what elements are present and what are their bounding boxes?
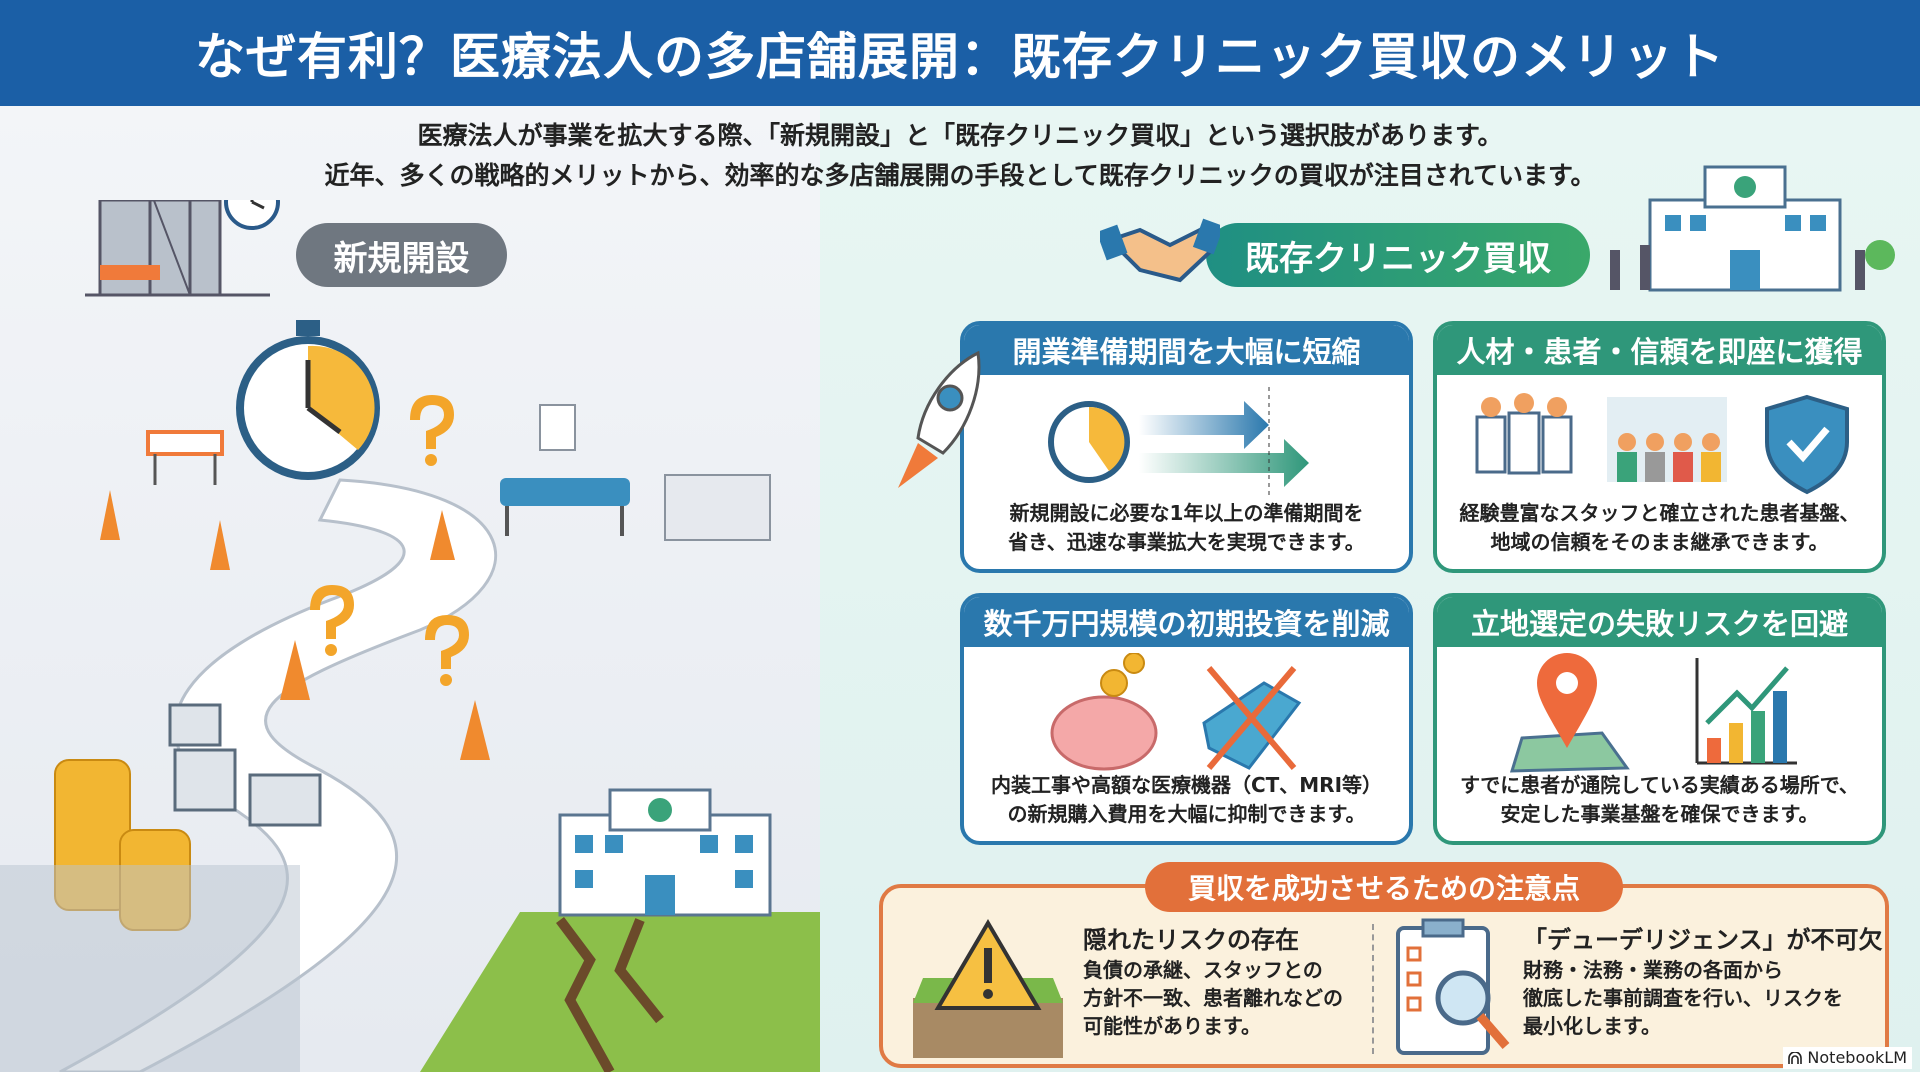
new-opening-illustration bbox=[0, 200, 820, 1072]
card-shorten-preparation: 開業準備期間を大幅に短縮 新規開設に必要な1年以上の準備期間を省き、迅速な事業拡… bbox=[960, 321, 1413, 573]
card-text-line-2: 地域の信頼をそのまま継承できます。 bbox=[1490, 530, 1829, 554]
card-text-line-1: 新規開設に必要な1年以上の準備期間を bbox=[1009, 501, 1364, 525]
medical-equipment-icon bbox=[168, 703, 322, 827]
stopwatch-icon bbox=[236, 320, 380, 480]
question-mark-icons bbox=[310, 395, 469, 686]
due-diligence-heading: 「デューデリジェンス」が不可欠 bbox=[1523, 926, 1883, 954]
risk-line-3: 可能性があります。 bbox=[1083, 1014, 1261, 1038]
card-text-line-1: 内装工事や高額な医療機器（CT、MRI等） bbox=[990, 773, 1383, 797]
barrier-icon bbox=[146, 430, 224, 485]
intro-line-2: 近年、多くの戦略的メリットから、効率的な多店舗展開の手段として既存クリニックの買… bbox=[324, 161, 1596, 190]
hospital-building-icon bbox=[558, 788, 772, 917]
ground-left bbox=[0, 865, 300, 1072]
card-text-line-1: すでに患者が通院している実績ある場所で、 bbox=[1460, 773, 1859, 797]
due-diligence-line-3: 最小化します。 bbox=[1523, 1014, 1661, 1038]
intro-line-1: 医療法人が事業を拡大する際、「新規開設」と「既存クリニック買収」という選択肢があ… bbox=[417, 121, 1503, 150]
card-reduce-initial-investment: 数千万円規模の初期投資を削減 内装工事や高額な医療機器（CT、MRI等） の新規購… bbox=[960, 593, 1413, 845]
page-title: なぜ有利？医療法人の多店舗展開：既存クリニック買収のメリット bbox=[195, 28, 1725, 86]
card-title: 開業準備期間を大幅に短縮 bbox=[964, 325, 1409, 375]
card-acquire-staff-patients-trust: 人材・患者・信頼を即座に獲得 経験豊富なスタッフと確立された患者基盤、地域の信頼… bbox=[1433, 321, 1886, 573]
card-title: 人材・患者・信頼を即座に獲得 bbox=[1437, 325, 1882, 375]
clinic-with-patients-icon bbox=[1610, 165, 1895, 292]
ground-crack bbox=[556, 917, 664, 1072]
grass-field bbox=[420, 912, 820, 1072]
clipboard-magnifier-icon bbox=[1396, 918, 1510, 1055]
card-text-line-1: 経験豊富なスタッフと確立された患者基盤、 bbox=[1459, 501, 1860, 525]
traffic-cone-icons bbox=[100, 490, 490, 760]
staff-patients-shield-icon bbox=[1475, 393, 1849, 495]
construction-site-icon bbox=[85, 200, 270, 297]
warning-cracked-ground-icon bbox=[913, 919, 1063, 1058]
card-avoid-location-risk: 立地選定の失敗リスクを回避 すでに患者が通院している実績ある場所で、安定した事業… bbox=[1433, 593, 1886, 845]
rocket-icon bbox=[898, 350, 981, 488]
card-title: 数千万円規模の初期投資を削減 bbox=[964, 597, 1409, 647]
risk-heading: 隠れたリスクの存在 bbox=[1083, 926, 1299, 954]
stopwatch-arrows-icon bbox=[1048, 387, 1309, 497]
notebooklm-watermark: NotebookLM bbox=[1783, 1047, 1912, 1069]
wall-clock-icon bbox=[224, 200, 280, 230]
divider bbox=[1372, 924, 1374, 1054]
acquisition-label: 既存クリニック買収 bbox=[1206, 223, 1590, 287]
new-opening-label: 新規開設 bbox=[296, 223, 507, 287]
watermark-text: NotebookLM bbox=[1807, 1048, 1907, 1067]
piggy-bank-price-tag-icon bbox=[1050, 653, 1302, 771]
caution-box: 隠れたリスクの存在 負債の承継、スタッフとの 方針不一致、患者離れなどの 可能性… bbox=[879, 884, 1889, 1068]
notebooklm-logo-icon bbox=[1788, 1051, 1803, 1064]
caution-title: 買収を成功させるための注意点 bbox=[1145, 862, 1623, 912]
due-diligence-line-2: 徹底した事前調査を行い、リスクを bbox=[1523, 986, 1843, 1010]
card-title: 立地選定の失敗リスクを回避 bbox=[1437, 597, 1882, 647]
card-text-line-2: 省き、迅速な事業拡大を実現できます。 bbox=[1008, 530, 1365, 554]
card-text-line-2: 安定した事業基盤を確保できます。 bbox=[1500, 802, 1819, 826]
due-diligence-line-1: 財務・法務・業務の各面から bbox=[1523, 958, 1783, 982]
header-bar: なぜ有利？医療法人の多店舗展開：既存クリニック買収のメリット bbox=[0, 0, 1920, 106]
risk-line-1: 負債の承継、スタッフとの bbox=[1083, 958, 1323, 982]
handshake-icon bbox=[1100, 218, 1220, 283]
map-pin-growth-chart-icon bbox=[1509, 653, 1797, 773]
card-text-line-2: の新規購入費用を大幅に抑制できます。 bbox=[1007, 802, 1366, 826]
risk-line-2: 方針不一致、患者離れなどの bbox=[1083, 986, 1343, 1010]
waiting-room-icon bbox=[500, 404, 771, 541]
